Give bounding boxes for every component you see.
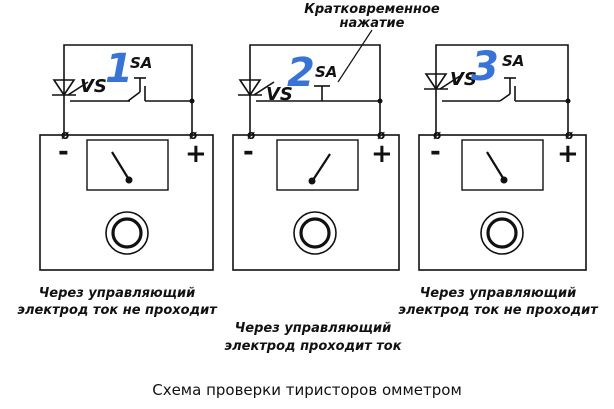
panel-2-thyristor-label: VS — [266, 84, 293, 105]
panel-1-needle-pivot — [125, 176, 133, 184]
panel-1-minus-sign: - — [58, 137, 69, 167]
panel-2-outer-wire — [249, 44, 381, 135]
panel-3-circuit — [424, 44, 571, 135]
panel-3-terminal-minus: ø — [433, 128, 441, 142]
caption-right-line-2: электрод ток не проходит — [398, 303, 599, 318]
panel-2: VS 2 SA ø ø - + — [232, 29, 400, 271]
panel-3-number: 3 — [471, 44, 499, 90]
panel-2-meter-display — [276, 139, 359, 191]
diagram-title: Схема проверки тиристоров омметром — [152, 381, 462, 399]
panel-1-knob-outer — [105, 211, 149, 255]
panel-3-junction-dot — [565, 98, 571, 104]
panel-1-circuit — [52, 44, 195, 135]
panel-3-terminal-plus: ø — [565, 128, 573, 142]
caption-left-line-1: Через управляющий — [39, 286, 195, 301]
panel-2-switch-label: SA — [315, 63, 337, 81]
panel-1-knob-inner — [111, 217, 143, 249]
panel-1-number: 1 — [105, 46, 133, 92]
panel-2-thyristor-symbol — [238, 79, 275, 97]
panel-2-number: 2 — [287, 50, 315, 96]
panel-2-junction-dot — [377, 98, 383, 104]
panel-3-knob-outer — [480, 211, 524, 255]
panel-2-terminal-plus: ø — [377, 128, 385, 142]
panel-2-terminal-minus: ø — [247, 128, 255, 142]
panel-1-switch-symbol — [127, 77, 192, 102]
panel-3-minus-sign: - — [430, 137, 441, 167]
panel-1-plus-sign: + — [185, 139, 207, 169]
panel-2-switch-symbol — [300, 85, 380, 102]
panel-3-plus-sign: + — [557, 139, 579, 169]
panel-1-thyristor-label: VS — [80, 76, 107, 97]
panel-2-needle-pivot — [308, 177, 316, 185]
panel-3-switch-label: SA — [502, 52, 524, 70]
panel-3-needle — [486, 151, 504, 179]
panel-2-plus-sign: + — [371, 139, 393, 169]
panel-3-knob-inner — [486, 217, 518, 249]
panel-3-thyristor-symbol — [424, 73, 461, 91]
caption-middle-line-2: электрод проходит ток — [224, 339, 402, 354]
panel-1-junction-dot — [189, 98, 195, 104]
panel-1-needle — [111, 151, 129, 179]
panel-3-switch-symbol — [499, 77, 568, 102]
caption-left-line-2: электрод ток не проходит — [17, 303, 218, 318]
caption-right-line-1: Через управляющий — [420, 286, 576, 301]
annotation-line-2: нажатие — [340, 16, 405, 31]
panel-3: VS 3 SA ø ø - + — [418, 44, 587, 271]
panel-2-needle — [312, 153, 331, 181]
panel-1-thyristor-symbol — [52, 79, 89, 97]
panel-3-meter-display — [461, 139, 544, 191]
annotation-line-1: Кратковременное — [304, 2, 440, 17]
panel-2-annotation-pointer — [337, 29, 373, 83]
panel-2-minus-sign: - — [243, 137, 254, 167]
caption-middle-line-1: Через управляющий — [235, 321, 391, 336]
panel-3-thyristor-label: VS — [450, 69, 477, 90]
panel-2-knob-outer — [293, 211, 337, 255]
panel-1-outer-wire — [63, 44, 193, 135]
panel-2-knob-inner — [299, 217, 331, 249]
panel-1: VS 1 SA ø ø - + — [39, 44, 214, 271]
panel-2-circuit — [238, 29, 383, 135]
panel-3-needle-pivot — [500, 176, 508, 184]
panel-1-switch-label: SA — [130, 54, 152, 72]
panel-1-terminal-plus: ø — [189, 128, 197, 142]
panel-1-terminal-minus: ø — [61, 128, 69, 142]
